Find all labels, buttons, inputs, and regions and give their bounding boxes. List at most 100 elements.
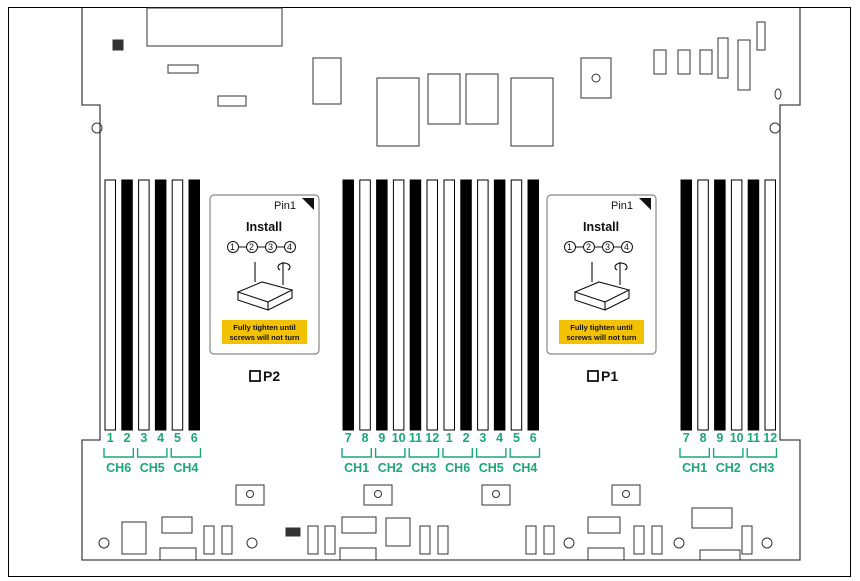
usb-connector	[699, 49, 713, 75]
bottom-mount	[363, 484, 393, 506]
step-2: 2	[249, 242, 254, 252]
fan-connector	[525, 525, 537, 555]
diagram-frame	[8, 7, 851, 577]
bottom-mount	[481, 484, 511, 506]
warning-line-2: screws will not turn	[566, 333, 636, 342]
dimm-slot	[460, 179, 472, 431]
dimm-slot-number: 10	[392, 431, 406, 445]
step-2: 2	[586, 242, 591, 252]
step-3: 3	[605, 242, 610, 252]
channel-bracket	[442, 448, 473, 458]
fan-connector	[691, 507, 733, 529]
dimm-slot	[680, 179, 692, 431]
step-4: 4	[287, 242, 292, 252]
mount-screw	[563, 537, 575, 549]
mount-screw	[673, 537, 685, 549]
channel-bracket	[408, 448, 440, 458]
fan-connector	[324, 525, 336, 555]
dimm-slot	[714, 179, 726, 431]
mount-screw	[769, 122, 781, 134]
step-1: 1	[567, 242, 572, 252]
usb-connector	[653, 49, 667, 75]
pin1-marker	[639, 198, 651, 210]
board-outline	[81, 8, 801, 561]
dimm-slot	[697, 179, 709, 431]
usb-connector	[677, 49, 691, 75]
dimm-slot	[527, 179, 539, 431]
screw-hole	[622, 490, 630, 498]
fan-connector	[285, 527, 301, 537]
dimm-slot-number: 3	[140, 431, 147, 445]
channel-label: CH2	[716, 461, 741, 475]
processor-p2: Pin1 Install 1 2 3 4 Fully tighten until…	[209, 194, 320, 384]
channel-bracket	[170, 448, 202, 458]
ribbon-connector	[167, 64, 199, 74]
dimm-slot-number: 11	[747, 431, 760, 445]
serial-connector	[737, 39, 751, 91]
dimm-slot-number: 4	[496, 431, 503, 445]
cable-clip	[699, 549, 741, 560]
channel-label: CH4	[173, 461, 198, 475]
channel-label: CH4	[512, 461, 537, 475]
dimm-slot-number: 9	[716, 431, 723, 445]
fan-connector	[633, 525, 645, 555]
processor-p2-label-card	[209, 194, 320, 355]
pin1-text: Pin1	[611, 200, 633, 212]
dimm-slots	[104, 179, 776, 431]
dimm-slot-number: 12	[425, 431, 439, 445]
processor-p1: Pin1 Install 1 2 3 4 Fully tighten until…	[546, 194, 657, 384]
warning-line-2: screws will not turn	[229, 333, 299, 342]
ribbon-connector	[217, 95, 247, 107]
fan-connector	[437, 525, 449, 555]
tall-slot	[756, 21, 766, 51]
dimm-slot	[426, 179, 438, 431]
serial-connector	[717, 37, 729, 79]
processor-p1-label: P1	[601, 368, 618, 384]
channel-label: CH5	[479, 461, 504, 475]
fan-connector	[161, 516, 193, 534]
warning-box	[559, 320, 644, 344]
channel-label: CH3	[749, 461, 774, 475]
dimm-slot	[747, 179, 760, 431]
fan-connector	[543, 525, 555, 555]
dimm-slot	[477, 179, 489, 431]
dimm-slot	[376, 179, 388, 431]
step-4: 4	[624, 242, 629, 252]
dimm-slot	[138, 179, 150, 431]
dimm-slot	[359, 179, 371, 431]
warning-line-1: Fully tighten until	[570, 323, 633, 332]
dimm-slot	[154, 179, 167, 431]
warning-box	[222, 320, 307, 344]
processor-p2-label: P2	[263, 368, 280, 384]
torque-sequence: 1 2 3 4	[227, 241, 296, 253]
dimm-slot-number: 4	[157, 431, 164, 445]
mount-screw	[246, 537, 258, 549]
dimm-slot-number: 2	[124, 431, 131, 445]
cable-clip	[159, 547, 197, 560]
channel-label: CH2	[378, 461, 403, 475]
channel-bracket	[712, 448, 744, 458]
install-title: Install	[246, 220, 282, 234]
mount-screw	[761, 537, 773, 549]
top-components	[91, 7, 782, 147]
bottom-mount	[235, 484, 265, 506]
dimm-slot-number: 12	[763, 431, 777, 445]
cpu-chip-icon	[249, 370, 261, 382]
small-connector	[112, 39, 124, 51]
channel-bracket	[136, 448, 168, 458]
power-connector	[427, 73, 461, 125]
power-block-right	[510, 77, 554, 147]
mount-screw	[98, 537, 110, 549]
power-block-left	[376, 77, 420, 147]
channel-label: CH5	[140, 461, 165, 475]
channel-label: CH3	[411, 461, 436, 475]
fan-connector	[203, 525, 215, 555]
dimm-slot-number: 3	[479, 431, 486, 445]
dimm-slot	[409, 179, 422, 431]
dimm-slot	[730, 179, 743, 431]
dimm-slot-number: 8	[362, 431, 369, 445]
channel-label: CH1	[344, 461, 369, 475]
pin1-text: Pin1	[274, 200, 296, 212]
screw-hole	[492, 490, 500, 498]
